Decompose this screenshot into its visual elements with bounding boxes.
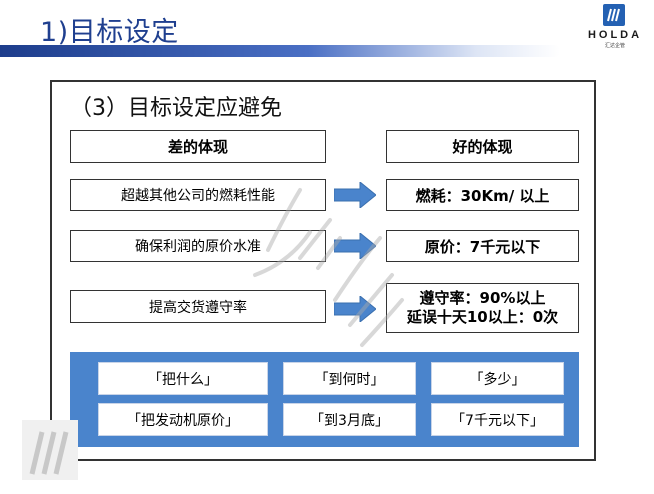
logo-subtext: 汇达企管: [604, 43, 625, 49]
good-example-delivery: 遵守率：90%以上 延误十天10以上：0次: [386, 283, 579, 333]
chip-engine-cost: 「把发动机原价」: [98, 403, 268, 436]
arrow-right-icon: [334, 233, 376, 259]
good-example-cost: 原价：7千元以下: [386, 230, 579, 262]
arrow-right-icon: [334, 296, 376, 322]
good-example-delivery-line1: 遵守率：90%以上: [419, 289, 546, 307]
bad-example-delivery: 提高交货遵守率: [70, 290, 326, 323]
title-underline: [0, 45, 560, 57]
good-example-delivery-line2: 延误十天10以上：0次: [406, 308, 559, 326]
bad-example-cost: 确保利润的原价水准: [70, 230, 326, 262]
good-example-fuel: 燃耗：30Km/ 以上: [386, 179, 579, 211]
chip-under-7k: 「7千元以下」: [431, 403, 564, 436]
holda-logo: HOLDA 汇达企管: [582, 2, 648, 50]
good-column-header: 好的体现: [386, 130, 579, 163]
corner-logo-icon: [22, 420, 78, 480]
bad-example-fuel: 超越其他公司的燃耗性能: [70, 179, 326, 211]
bad-column-header: 差的体现: [70, 130, 326, 163]
slide-title: 1)目标设定: [40, 17, 179, 48]
holda-logo-icon: [603, 4, 625, 26]
chip-end-of-march: 「到3月底」: [283, 403, 416, 436]
chip-what: 「把什么」: [98, 362, 268, 395]
chip-how-much: 「多少」: [431, 362, 564, 395]
section-heading: （3）目标设定应避免: [70, 96, 282, 121]
chip-when: 「到何时」: [283, 362, 416, 395]
logo-wordmark: HOLDA: [587, 29, 643, 41]
arrow-right-icon: [334, 182, 376, 208]
